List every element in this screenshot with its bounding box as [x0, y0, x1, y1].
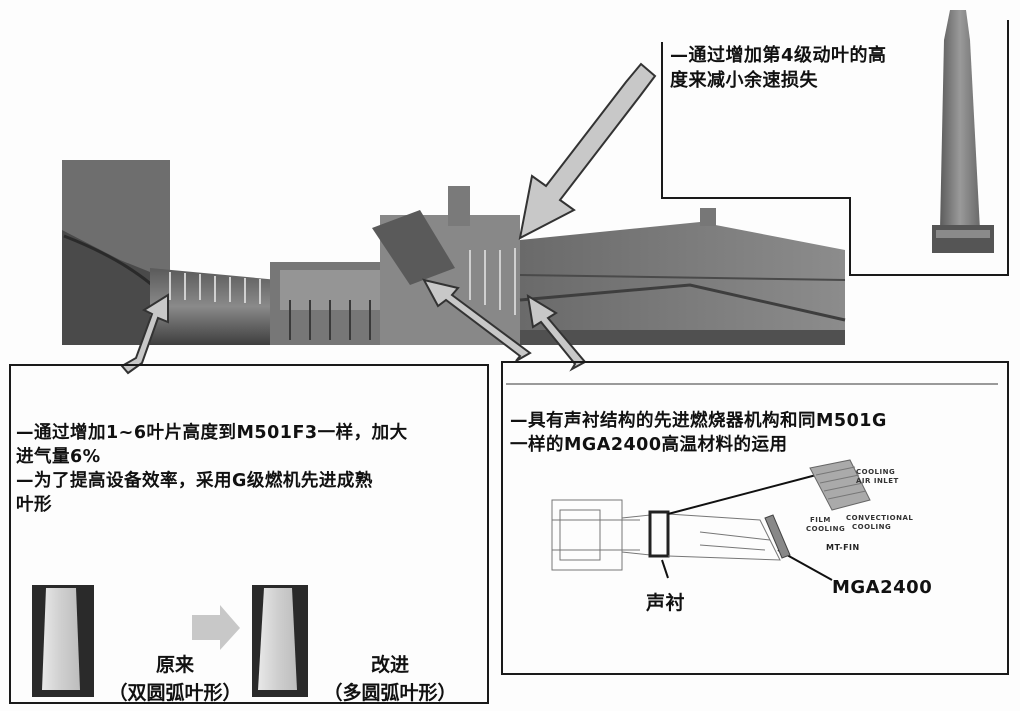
convectional-label: CONVECTIONAL: [846, 514, 914, 522]
combustor-note-line1: —具有声衬结构的先进燃烧器机构和同M501G: [510, 411, 887, 431]
combustor-sketch: [551, 499, 781, 571]
left-panel-frame: [9, 364, 489, 704]
combustor-note: —具有声衬结构的先进燃烧器机构和同M501G 一样的MGA2400高温材料的运用: [510, 409, 1005, 457]
original-blade-image: [32, 585, 94, 697]
improved-label: 改进: [370, 654, 409, 676]
stage4-note-line2: 度来减小余速损失: [670, 69, 818, 91]
turbine-cross-section: [62, 160, 846, 345]
improvement-arrow: [192, 605, 240, 650]
improved-sub: （多圆弧叶形）: [323, 681, 457, 704]
compressor-note: —通过增加1~6叶片高度到M501F3一样，加大 进气量6% —为了提高设备效率…: [16, 421, 486, 518]
improved-blade-image: [252, 585, 308, 697]
original-blade-caption: 原来 （双圆弧叶形）: [90, 652, 260, 707]
stage4-arrow: [518, 62, 657, 240]
combustor-note-line2: 一样的MGA2400高温材料的运用: [510, 435, 788, 456]
stage4-note: —通过增加第4级动叶的高 度来减小余速损失: [670, 44, 970, 94]
cooling-label: COOLING: [856, 468, 896, 476]
improved-blade-caption: 改进 （多圆弧叶形）: [305, 652, 475, 707]
liner-label: 声衬: [646, 592, 686, 614]
last-stage-blade-image: [932, 10, 994, 253]
stage4-note-line1: —通过增加第4级动叶的高: [670, 45, 887, 66]
film-cooling-label: COOLING: [806, 525, 846, 533]
compressor-note-line2: 进气量6%: [16, 447, 101, 468]
right-panel-frame: [501, 361, 1009, 675]
compressor-arrow: [120, 293, 169, 375]
original-sub: （双圆弧叶形）: [108, 681, 242, 704]
cooling-inset: [764, 459, 871, 559]
convectional-cooling-label: COOLING: [852, 523, 892, 531]
compressor-note-line4: 叶形: [16, 495, 52, 516]
compressor-note-line1: —通过增加1~6叶片高度到M501F3一样，加大: [16, 423, 408, 443]
top-right-callout-frame: [661, 20, 1009, 276]
air-inlet-label: AIR INLET: [856, 477, 899, 485]
compressor-note-line3: —为了提高设备效率，采用G级燃机先进成熟: [16, 471, 373, 492]
original-label: 原来: [155, 654, 194, 676]
mtfin-label: MT-FIN: [826, 543, 860, 552]
combustor-arrows: [422, 278, 587, 372]
film-label: FILM: [810, 516, 831, 524]
mga2400-label: MGA2400: [832, 577, 933, 598]
